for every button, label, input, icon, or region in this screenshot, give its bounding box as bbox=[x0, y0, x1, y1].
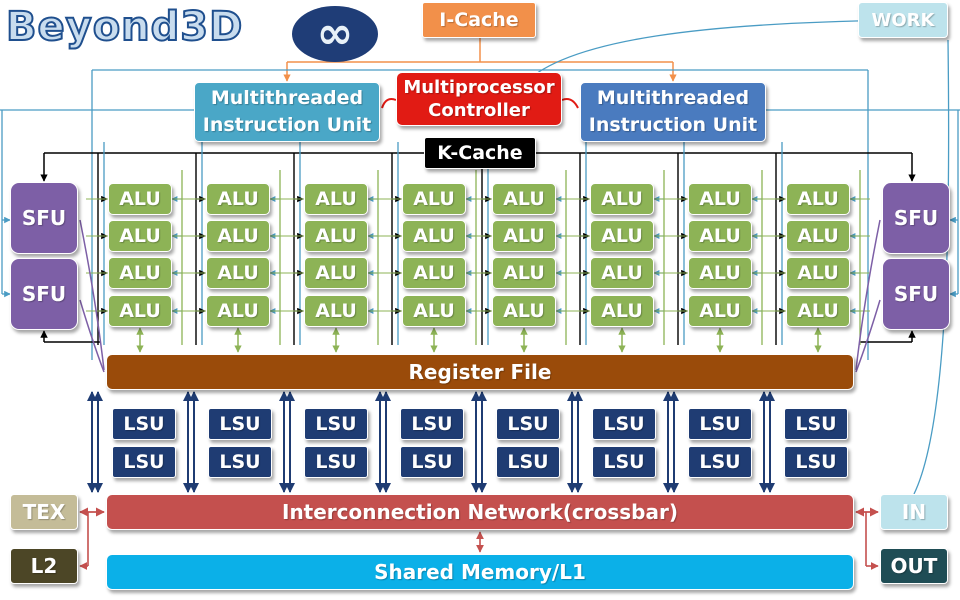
alu-2-4: ALU bbox=[206, 295, 270, 327]
controller-right-link bbox=[561, 98, 579, 109]
controller-line2: Controller bbox=[428, 100, 530, 121]
lsu-6-2: LSU bbox=[592, 446, 656, 478]
alu-6-1: ALU bbox=[590, 183, 654, 215]
alu-5-4: ALU bbox=[492, 295, 556, 327]
alu-3-3: ALU bbox=[304, 257, 368, 289]
lsu-4-2: LSU bbox=[400, 446, 464, 478]
shared-memory-l1: Shared Memory/L1 bbox=[106, 554, 854, 590]
alu-5-2: ALU bbox=[492, 220, 556, 252]
alu-2-1: ALU bbox=[206, 183, 270, 215]
alu-3-1: ALU bbox=[304, 183, 368, 215]
sfu-left-top: SFU bbox=[10, 182, 78, 254]
l2-block: L2 bbox=[10, 548, 78, 584]
lsu-4-1: LSU bbox=[400, 408, 464, 440]
alu-4-3: ALU bbox=[402, 257, 466, 289]
alu-1-2: ALU bbox=[108, 220, 172, 252]
mit-left-line2: Instruction Unit bbox=[202, 114, 372, 136]
multithreaded-instruction-unit-right: Multithreaded Instruction Unit bbox=[580, 82, 766, 142]
alu-2-3: ALU bbox=[206, 257, 270, 289]
alu-7-2: ALU bbox=[688, 220, 752, 252]
tex-block: TEX bbox=[10, 494, 78, 530]
alu-7-4: ALU bbox=[688, 295, 752, 327]
register-file: Register File bbox=[106, 354, 854, 390]
k-cache-block: K-Cache bbox=[424, 137, 536, 169]
alu-8-3: ALU bbox=[786, 257, 850, 289]
sfu-left-top-to-rf bbox=[79, 219, 105, 371]
alu-1-4: ALU bbox=[108, 295, 172, 327]
sfu-right-top-to-rf bbox=[855, 219, 881, 371]
lsu-7-1: LSU bbox=[688, 408, 752, 440]
lsu-3-2: LSU bbox=[304, 446, 368, 478]
multithreaded-instruction-unit-left: Multithreaded Instruction Unit bbox=[194, 82, 380, 142]
alu-7-1: ALU bbox=[688, 183, 752, 215]
lsu-5-1: LSU bbox=[496, 408, 560, 440]
work-feed bbox=[519, 19, 949, 89]
sfu-left-bottom-to-rf bbox=[79, 299, 105, 373]
beyond3d-logo-text: Beyond3D bbox=[5, 3, 244, 51]
lsu-8-1: LSU bbox=[784, 408, 848, 440]
work-block: WORK bbox=[858, 2, 948, 38]
lsu-1-2: LSU bbox=[112, 446, 176, 478]
lsu-6-1: LSU bbox=[592, 408, 656, 440]
mit-left-line1: Multithreaded bbox=[210, 87, 364, 109]
alu-3-2: ALU bbox=[304, 220, 368, 252]
alu-3-4: ALU bbox=[304, 295, 368, 327]
alu-6-4: ALU bbox=[590, 295, 654, 327]
alu-8-2: ALU bbox=[786, 220, 850, 252]
alu-8-1: ALU bbox=[786, 183, 850, 215]
mit-right-line1: Multithreaded bbox=[596, 87, 750, 109]
alu-6-2: ALU bbox=[590, 220, 654, 252]
mit-right-line2: Instruction Unit bbox=[588, 114, 758, 136]
sfu-right-top: SFU bbox=[882, 182, 950, 254]
sfu-right-bottom: SFU bbox=[882, 258, 950, 330]
interconnection-network: Interconnection Network(crossbar) bbox=[106, 494, 854, 530]
alu-2-2: ALU bbox=[206, 220, 270, 252]
alu-4-4: ALU bbox=[402, 295, 466, 327]
out-block: OUT bbox=[880, 548, 948, 584]
lsu-2-2: LSU bbox=[208, 446, 272, 478]
in-block: IN bbox=[880, 494, 948, 530]
lsu-2-1: LSU bbox=[208, 408, 272, 440]
alu-5-1: ALU bbox=[492, 183, 556, 215]
alu-1-1: ALU bbox=[108, 183, 172, 215]
alu-5-3: ALU bbox=[492, 257, 556, 289]
i-cache-block: I-Cache bbox=[422, 2, 536, 38]
alu-7-3: ALU bbox=[688, 257, 752, 289]
multiprocessor-controller: Multiprocessor Controller bbox=[396, 72, 562, 126]
controller-left-link bbox=[381, 98, 397, 109]
lsu-7-2: LSU bbox=[688, 446, 752, 478]
alu-8-4: ALU bbox=[786, 295, 850, 327]
lsu-5-2: LSU bbox=[496, 446, 560, 478]
lsu-8-2: LSU bbox=[784, 446, 848, 478]
sfu-left-bottom: SFU bbox=[10, 258, 78, 330]
alu-1-3: ALU bbox=[108, 257, 172, 289]
alu-6-3: ALU bbox=[590, 257, 654, 289]
sfu-right-bottom-to-rf bbox=[855, 299, 881, 373]
lsu-3-1: LSU bbox=[304, 408, 368, 440]
lsu-1-1: LSU bbox=[112, 408, 176, 440]
beyond3d-logo-mark: ∞ bbox=[292, 6, 378, 62]
alu-4-2: ALU bbox=[402, 220, 466, 252]
alu-4-1: ALU bbox=[402, 183, 466, 215]
controller-line1: Multiprocessor bbox=[403, 77, 555, 98]
